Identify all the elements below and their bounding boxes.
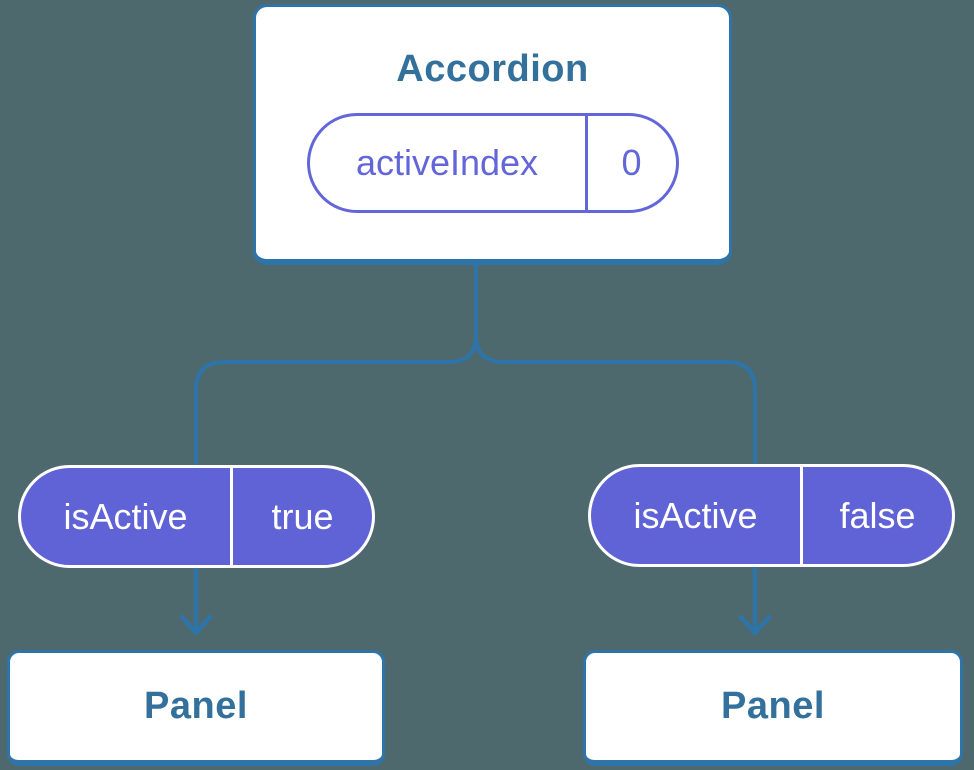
arrow-down-icon xyxy=(179,564,213,636)
component-title: Accordion xyxy=(396,48,589,90)
prop-pill-right: isActive false xyxy=(588,464,955,567)
prop-value: true xyxy=(271,495,334,537)
panel-box-left: Panel xyxy=(7,650,385,766)
panel-title: Panel xyxy=(721,685,825,727)
pill-divider xyxy=(230,468,233,565)
prop-name: isActive xyxy=(63,495,188,537)
panel-box-right: Panel xyxy=(583,650,963,766)
pill-divider xyxy=(800,467,803,564)
prop-value: false xyxy=(839,494,916,536)
accordion-component-box: Accordion activeIndex 0 xyxy=(253,4,732,265)
state-pill: activeIndex 0 xyxy=(306,113,679,213)
state-name: activeIndex xyxy=(355,142,539,183)
state-value: 0 xyxy=(621,142,642,183)
branch-connector xyxy=(194,264,757,467)
panel-title: Panel xyxy=(144,685,248,727)
prop-pill-left: isActive true xyxy=(18,465,375,568)
prop-name: isActive xyxy=(633,494,758,536)
pill-divider xyxy=(584,116,588,210)
arrow-down-icon xyxy=(738,564,772,636)
